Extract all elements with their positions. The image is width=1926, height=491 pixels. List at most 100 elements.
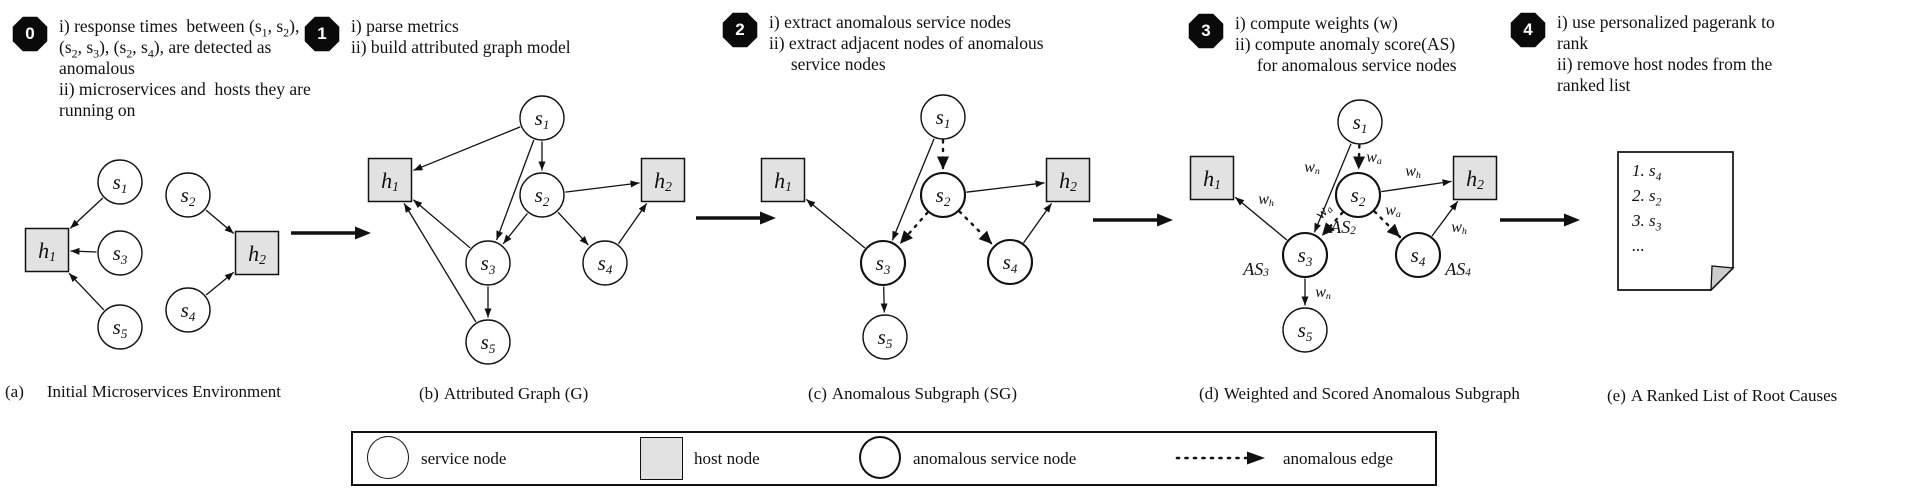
label-s_2: s2 bbox=[936, 183, 951, 209]
label-h_2: h2 bbox=[654, 168, 672, 194]
document-folded-corner bbox=[1710, 265, 1735, 292]
label-s_2: s2 bbox=[181, 183, 196, 209]
flow-arrow-1 bbox=[291, 226, 371, 240]
edge-s2-h2 bbox=[966, 180, 1045, 193]
stage-0-header: 0 i) response times between (s1, s2),(s2… bbox=[12, 16, 347, 121]
node-s4 bbox=[986, 238, 1034, 286]
label-w_n: wn bbox=[1315, 284, 1331, 302]
edge-s5-h1 bbox=[68, 272, 105, 311]
node-h1 bbox=[1189, 155, 1235, 201]
edge-s2-s3 bbox=[898, 211, 929, 246]
edge-s1-h1 bbox=[413, 126, 521, 172]
label-h_1: h1 bbox=[774, 168, 792, 194]
stage-4-badge: 4 bbox=[1510, 12, 1546, 48]
edge-s1-s3 bbox=[495, 139, 535, 241]
label-s_1: s1 bbox=[936, 105, 951, 131]
stage-0-instructions: i) response times between (s1, s2),(s2, … bbox=[59, 16, 311, 120]
ranked-list-document bbox=[1617, 151, 1735, 292]
label-s_3: s3 bbox=[113, 241, 128, 267]
edge-s3-s5 bbox=[880, 286, 888, 313]
node-s5 bbox=[862, 314, 908, 360]
label-h_2: h2 bbox=[248, 241, 266, 267]
node-s4 bbox=[582, 240, 628, 286]
label-s_4: s4 bbox=[1411, 243, 1426, 269]
legend-anomalous-edge-label: anomalous edge bbox=[1283, 448, 1393, 468]
edge-s1-s3 bbox=[891, 138, 935, 241]
edge-s3-h1 bbox=[1234, 196, 1288, 241]
edge-s3-h1 bbox=[412, 199, 471, 249]
label-s_3: s3 bbox=[481, 251, 496, 277]
host-node-icon bbox=[640, 437, 683, 480]
node-h2 bbox=[1045, 157, 1091, 203]
edge-s2-s4 bbox=[557, 211, 589, 246]
label-s_1: s1 bbox=[1353, 110, 1368, 136]
label-s_4: s4 bbox=[598, 251, 613, 277]
legend-host-node-label: host node bbox=[694, 448, 760, 468]
edge-s4-h2 bbox=[1023, 202, 1053, 244]
service-node-icon bbox=[367, 436, 409, 479]
node-s2 bbox=[919, 171, 967, 219]
label-s_2: s2 bbox=[535, 183, 550, 209]
label-AS_2: AS2 bbox=[1329, 217, 1356, 237]
label-w_a: wa bbox=[1385, 202, 1401, 220]
edge-s3-h1 bbox=[805, 198, 866, 249]
node-s5 bbox=[1282, 307, 1328, 353]
node-h1 bbox=[24, 227, 70, 273]
label-s_1: s1 bbox=[535, 106, 550, 132]
label-w_n: wn bbox=[1304, 159, 1320, 177]
flow-arrow-4 bbox=[1500, 213, 1580, 227]
label-s_5: s5 bbox=[481, 330, 496, 356]
legend: service node host node anomalous service… bbox=[351, 431, 1437, 486]
stage-3-badge: 3 bbox=[1188, 13, 1224, 49]
label-AS_3: AS3 bbox=[1242, 259, 1269, 279]
label-h_1: h1 bbox=[381, 168, 399, 194]
label-AS_4: AS4 bbox=[1444, 259, 1471, 279]
anomalous-edge-icon bbox=[1175, 451, 1265, 465]
label-s_3: s3 bbox=[1298, 243, 1313, 269]
legend-anomalous-service-node-label: anomalous service node bbox=[913, 448, 1077, 468]
flow-arrow-3 bbox=[1093, 213, 1173, 227]
caption-d: (d)Weighted and Scored Anomalous Subgrap… bbox=[1199, 384, 1520, 403]
label-w_h: wh bbox=[1258, 191, 1274, 209]
edge-s1-s2 bbox=[1353, 144, 1366, 171]
caption-b: (b)Attributed Graph (G) bbox=[419, 384, 589, 403]
edge-s1-h1 bbox=[69, 197, 104, 229]
label-w_a: wa bbox=[1366, 149, 1382, 167]
legend-service-node-label: service node bbox=[421, 448, 507, 468]
label-s_1: s1 bbox=[113, 170, 128, 196]
edge-s4-h2 bbox=[1431, 200, 1459, 237]
label-s_2: s2 bbox=[1351, 183, 1366, 209]
label-h_1: h1 bbox=[1203, 166, 1221, 192]
stage-0-badge: 0 bbox=[12, 16, 48, 52]
label-s_4: s4 bbox=[181, 298, 196, 324]
caption-a: (a)Initial Microservices Environment bbox=[5, 382, 282, 401]
caption-e: (e)A Ranked List of Root Causes bbox=[1607, 386, 1838, 405]
label-h_2: h2 bbox=[1059, 168, 1077, 194]
edge-s2-s4 bbox=[1373, 210, 1402, 239]
edge-s2-h2 bbox=[565, 180, 640, 193]
edge-s2-s3 bbox=[502, 212, 528, 245]
edge-s5-h1 bbox=[403, 203, 477, 323]
node-h2 bbox=[1452, 155, 1498, 201]
node-s5 bbox=[465, 319, 511, 365]
anomalous-service-node-icon bbox=[859, 436, 901, 479]
edge-s2-h2 bbox=[205, 209, 235, 234]
stage-3-instructions: i) compute weights (w)ii) compute anomal… bbox=[1235, 13, 1457, 75]
node-s1 bbox=[97, 159, 143, 205]
node-h2 bbox=[640, 157, 686, 203]
edge-s2-s3 bbox=[1320, 211, 1344, 238]
label-s_5: s5 bbox=[878, 325, 893, 351]
stage-3-header: 3 i) compute weights (w)ii) compute anom… bbox=[1188, 13, 1565, 76]
label-s_3: s3 bbox=[876, 251, 891, 277]
node-s4 bbox=[165, 287, 211, 333]
label-h_2: h2 bbox=[1466, 166, 1484, 192]
